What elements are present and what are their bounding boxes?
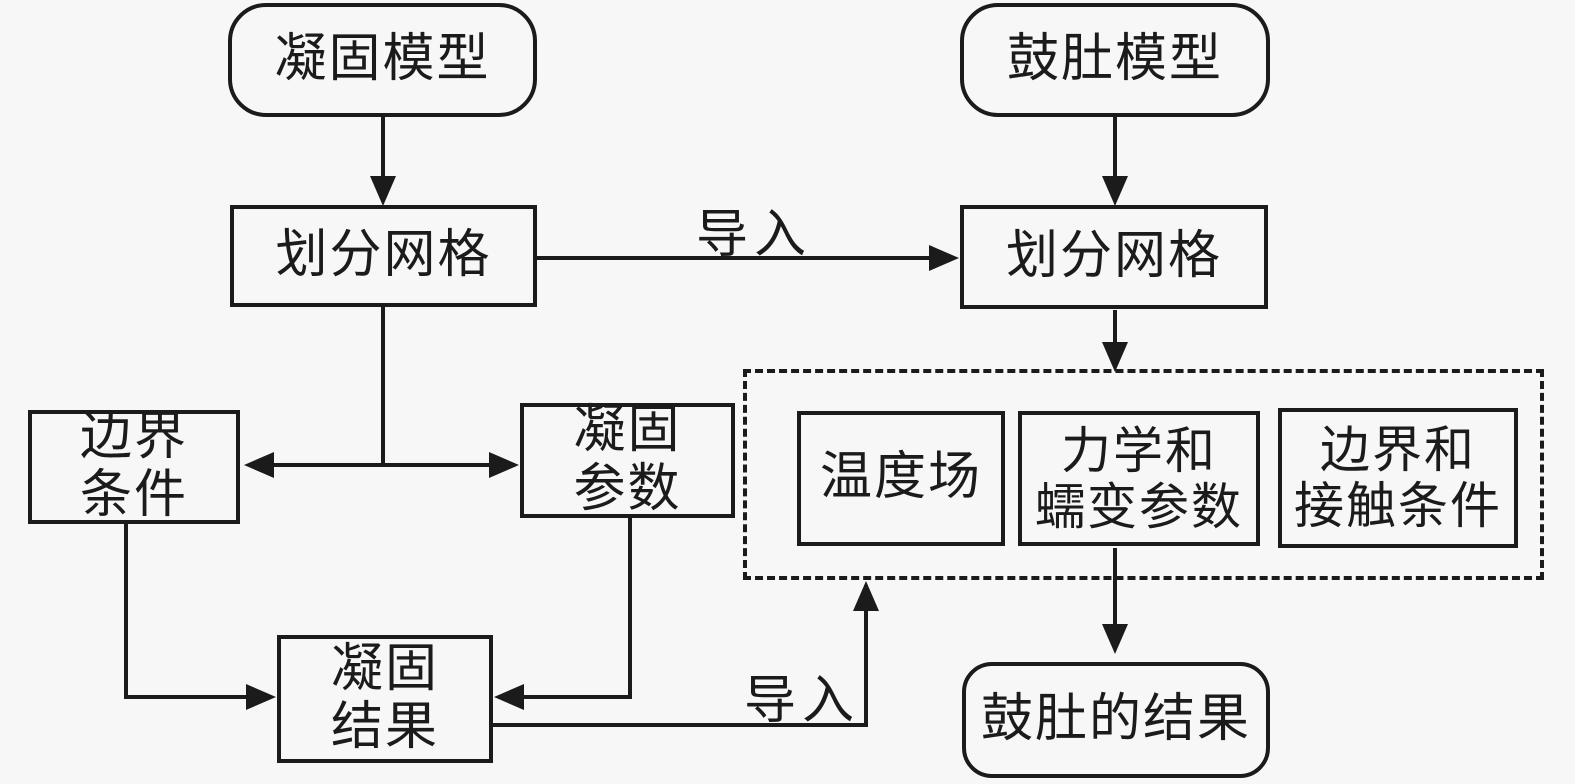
node-mechanics-creep-params-line2: 蠕变参数: [1035, 478, 1243, 535]
edge-dashedgroup-bulgeresult-arrowhead-icon: [1102, 624, 1128, 654]
node-mesh-right-label: 划分网格: [1005, 227, 1222, 285]
node-boundary-contact-conditions: 边界和 接触条件: [1278, 408, 1518, 548]
dashed-group-bulging-inputs: [743, 369, 1544, 580]
node-solidification-result-line1: 凝固: [330, 640, 439, 698]
node-mesh-left-label: 划分网格: [275, 226, 492, 284]
node-solidification-params: 凝固 参数: [520, 402, 735, 518]
edge-import-bottom-hline: [493, 723, 868, 727]
edge-meshright-dashedgroup-line: [1113, 310, 1117, 344]
node-mechanics-creep-params-line1: 力学和: [1061, 422, 1217, 479]
edge-params-result-arrowhead-icon: [494, 684, 524, 710]
node-mechanics-creep-params: 力学和 蠕变参数: [1018, 411, 1260, 546]
node-solidification-result-line2: 结果: [330, 699, 439, 756]
node-boundary-contact-conditions-line1: 边界和: [1320, 422, 1476, 478]
edge-boundary-result-vline: [124, 523, 128, 697]
edge-meshleft-tjunction-line: [381, 307, 385, 465]
edge-import-bottom-arrowhead-icon: [853, 581, 879, 611]
edge-tjunction-horizontal-line: [249, 463, 515, 467]
edge-boundary-result-arrowhead-icon: [246, 684, 276, 710]
node-bulging-model-label: 鼓肚模型: [1006, 30, 1223, 88]
edge-params-result-hline: [524, 695, 632, 699]
edge-params-result-vline: [628, 518, 632, 699]
node-temperature-field: 温度场: [797, 411, 1005, 546]
node-solidification-model: 凝固模型: [228, 3, 537, 117]
node-temperature-field-label: 温度场: [819, 449, 982, 507]
edge-solidmodel-meshleft-line: [381, 116, 385, 180]
edge-solidmodel-meshleft-arrowhead-icon: [370, 176, 396, 206]
edge-boundary-result-hline: [124, 695, 248, 699]
edge-dashedgroup-bulgeresult-line: [1113, 548, 1117, 626]
node-boundary-contact-conditions-line2: 接触条件: [1294, 478, 1502, 534]
node-solidification-params-line1: 凝固: [573, 402, 682, 460]
edge-label-import-bottom: 导入: [743, 673, 860, 730]
edge-import-top-line: [535, 256, 931, 260]
node-boundary-conditions: 边界 条件: [28, 408, 240, 524]
node-boundary-conditions-line1: 边界: [79, 408, 188, 466]
edge-import-top-arrowhead-icon: [929, 245, 959, 271]
node-solidification-model-label: 凝固模型: [274, 30, 491, 88]
edge-tjunction-boundary-arrowhead-icon: [244, 452, 274, 478]
node-boundary-conditions-line2: 条件: [79, 467, 188, 524]
edge-meshright-dashedgroup-arrowhead-icon: [1102, 342, 1128, 372]
node-solidification-params-line2: 参数: [573, 460, 682, 518]
edge-label-import-top: 导入: [695, 207, 812, 264]
node-mesh-right: 划分网格: [960, 205, 1268, 309]
edge-bulgemodel-meshright-arrowhead-icon: [1102, 176, 1128, 206]
node-solidification-result: 凝固 结果: [277, 635, 493, 763]
node-bulging-result-label: 鼓肚的结果: [980, 690, 1251, 748]
node-bulging-result: 鼓肚的结果: [962, 662, 1270, 778]
node-mesh-left: 划分网格: [230, 205, 537, 307]
edge-tjunction-params-arrowhead-icon: [489, 452, 519, 478]
edge-bulgemodel-meshright-line: [1113, 116, 1117, 180]
node-bulging-model: 鼓肚模型: [960, 3, 1270, 117]
edge-import-bottom-vline: [864, 585, 868, 727]
